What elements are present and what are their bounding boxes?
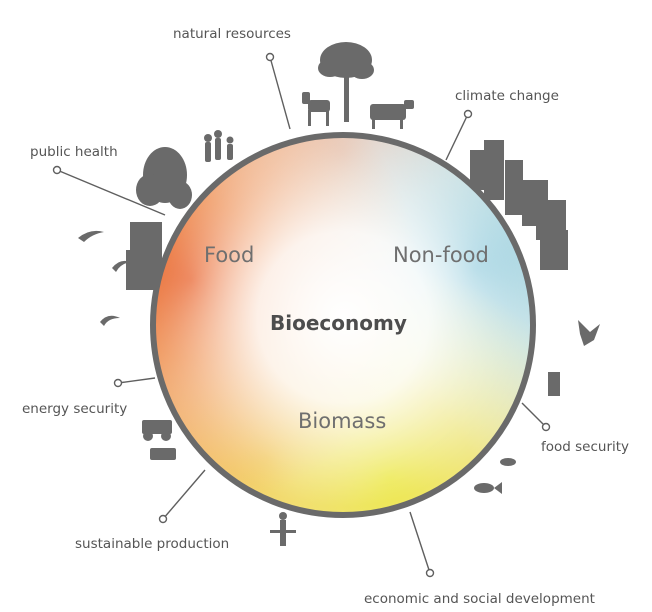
- theme-leaders: [52, 52, 551, 578]
- theme-label-economic-social-development: economic and social development: [364, 591, 595, 607]
- surrounding-silhouettes: [78, 42, 600, 546]
- goat-icon: [302, 92, 330, 126]
- center-label: Bioeconomy: [270, 311, 407, 335]
- bird-icon: [78, 230, 130, 326]
- globe-ring: [150, 132, 536, 518]
- theme-label-public-health: public health: [30, 144, 118, 160]
- sector-label-food: Food: [204, 243, 254, 267]
- bird-flock-icon: [578, 320, 600, 346]
- city-skyline-icon: [470, 140, 568, 396]
- people-icon: [204, 130, 234, 162]
- fish-icon: [474, 458, 516, 494]
- cow-icon: [370, 100, 414, 129]
- theme-label-natural-resources: natural resources: [173, 26, 291, 42]
- theme-label-climate-change: climate change: [455, 88, 559, 104]
- left-building-icon: [126, 222, 162, 290]
- tree-icon: [318, 42, 374, 122]
- bush-icon: [136, 147, 192, 209]
- theme-label-sustainable-production: sustainable production: [75, 536, 229, 552]
- theme-label-food-security: food security: [541, 439, 629, 455]
- theme-label-energy-security: energy security: [22, 401, 127, 417]
- sector-label-non-food: Non-food: [393, 243, 489, 267]
- sector-label-biomass: Biomass: [298, 409, 386, 433]
- bioeconomy-globe: [150, 132, 536, 518]
- harvester-icon: [142, 420, 176, 460]
- farmer-icon: [270, 512, 296, 546]
